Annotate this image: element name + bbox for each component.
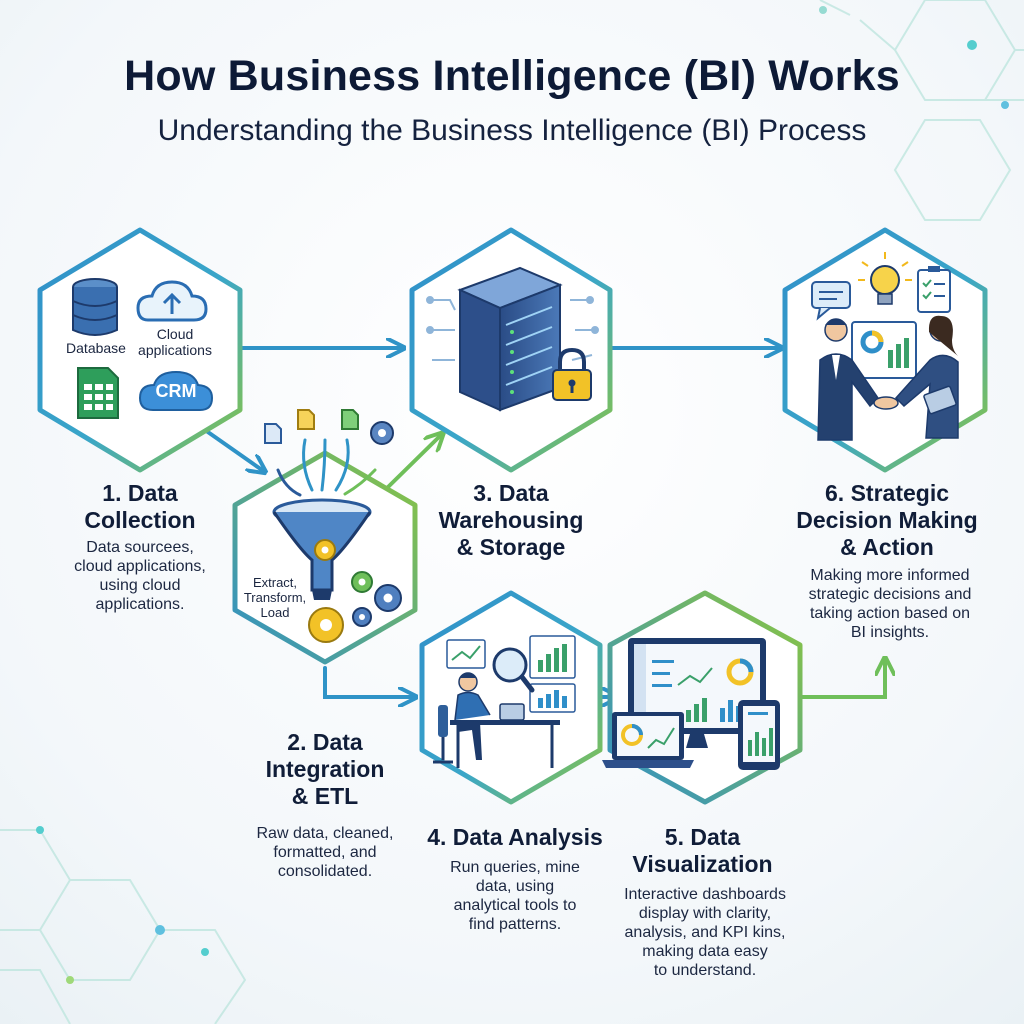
etl-label-line2: Transform, <box>243 590 307 605</box>
server-icon <box>457 266 563 412</box>
cloud-upload-icon <box>136 280 208 322</box>
arrow-2-to-4 <box>323 666 412 697</box>
database-label: Database <box>66 340 126 356</box>
etl-label-line1: Extract, <box>252 575 298 590</box>
gear-icon <box>308 421 402 643</box>
data-stream-arrows <box>276 438 377 497</box>
cloud-label-line1: Cloud <box>156 326 194 342</box>
presentation-board <box>851 321 917 379</box>
arrow-1-to-2 <box>203 428 262 470</box>
checklist-icon <box>917 266 951 313</box>
magnifier-icon <box>492 647 535 693</box>
spreadsheet-icon <box>77 367 119 419</box>
laptop-icon <box>602 712 694 768</box>
arrow-5-to-6 <box>800 662 885 699</box>
etl-label-line3: Load <box>260 605 290 620</box>
handshake-icon <box>817 315 959 441</box>
step-1-description: Data sourcees,cloud applications,using c… <box>74 539 206 613</box>
lightbulb-icon <box>858 252 912 305</box>
decor-hex-top-right <box>819 0 1024 221</box>
page-title: How Business Intelligence (BI) Works <box>124 52 900 100</box>
circuit-lines <box>426 296 599 361</box>
chat-icon <box>811 281 851 321</box>
analysis-chart-cards <box>446 635 576 713</box>
decor-hex-bottom-left <box>0 826 247 1024</box>
cloud-label-line2: applications <box>138 342 212 358</box>
tablet-icon <box>738 700 780 770</box>
arrow-2-to-3 <box>383 436 440 492</box>
analyst-icon <box>433 672 560 768</box>
flow-arrows <box>203 348 885 699</box>
step-4-title: 4. Data Analysis <box>427 824 603 850</box>
database-icon <box>72 278 118 336</box>
crm-label: CRM <box>155 381 197 401</box>
lock-icon <box>552 347 592 401</box>
page-subtitle: Understanding the Business Intelligence … <box>157 114 867 147</box>
crm-cloud-icon <box>138 370 214 411</box>
document-icons <box>264 409 359 444</box>
